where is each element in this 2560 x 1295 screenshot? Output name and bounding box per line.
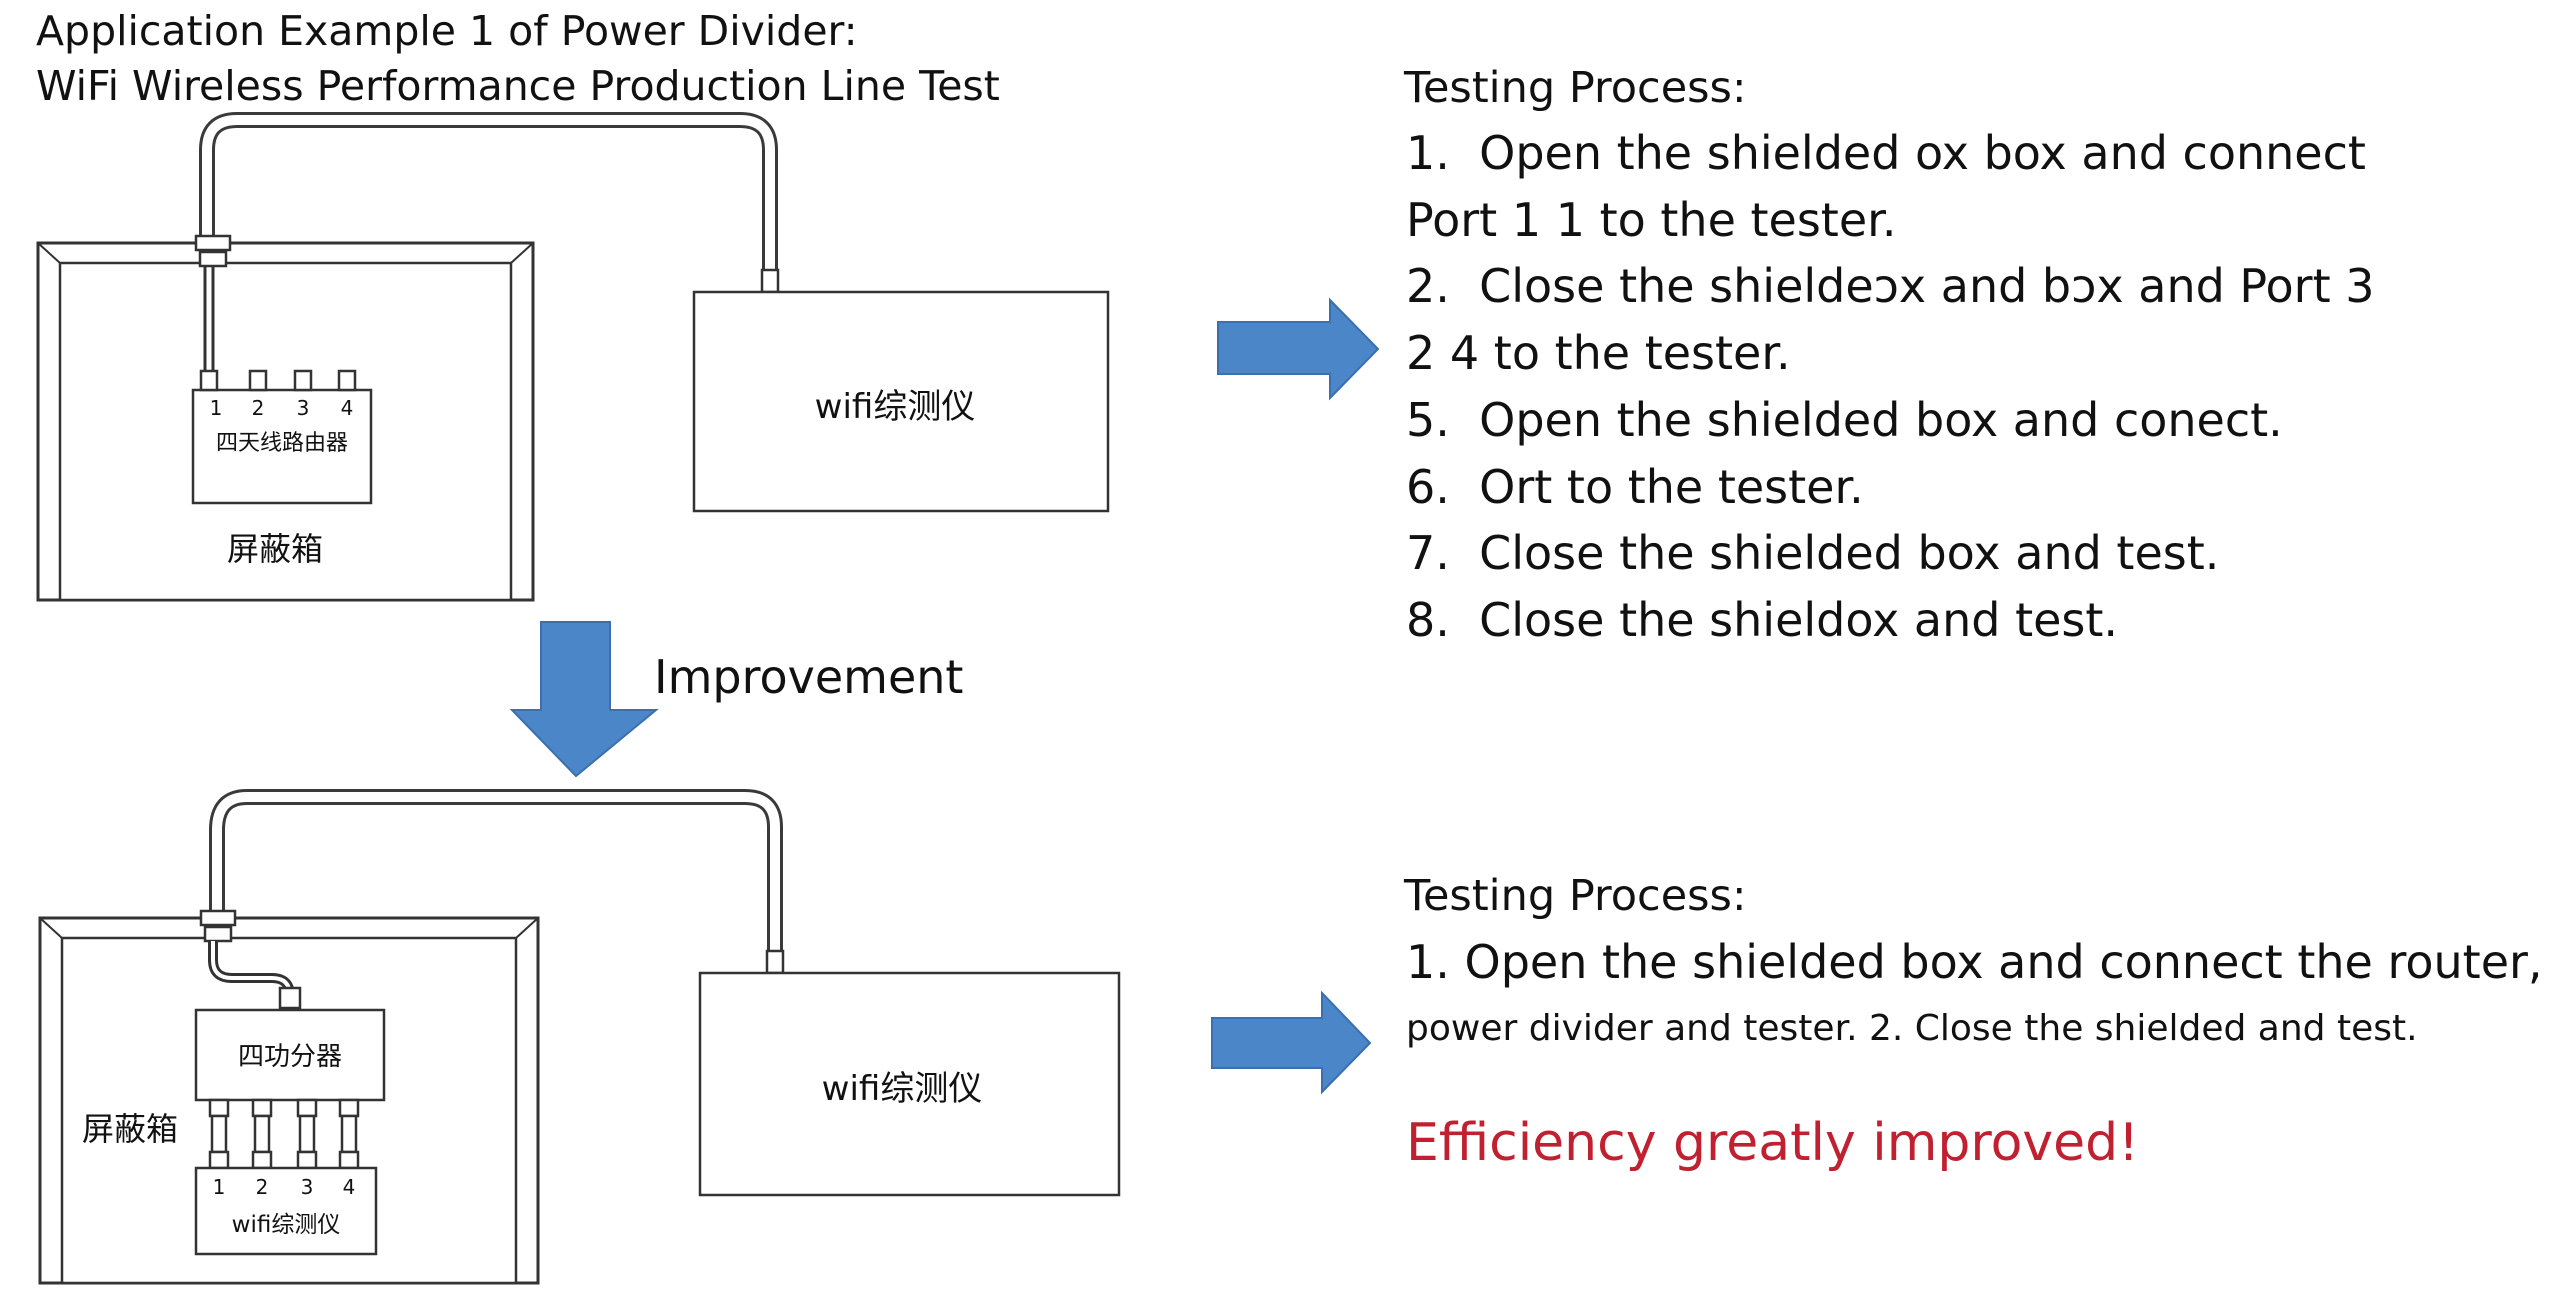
bottom-port-3: 3: [301, 1175, 314, 1199]
bottom-power-divider: [194, 1008, 386, 1102]
bottom-process-heading: Testing Process:: [1403, 871, 1746, 921]
top-testing-process: Testing Process: 1. Open the shielded ox…: [1403, 63, 2375, 647]
bottom-process-line-2: power divider and tester. 2. Close the s…: [1406, 1008, 2418, 1049]
bottom-device: [194, 1166, 378, 1256]
top-port-2: 2: [252, 396, 265, 420]
bottom-device-label: wifi综测仪: [232, 1212, 341, 1238]
top-port-3: 3: [297, 396, 310, 420]
top-process-heading: Testing Process:: [1403, 63, 1746, 113]
top-process-line-5: 5. Open the shielded box and conect.: [1406, 393, 2283, 447]
top-process-line-4: 2 4 to the tester.: [1406, 326, 1791, 380]
title-line-2: WiFi Wireless Performance Production Lin…: [36, 62, 1000, 110]
bottom-divider-label: 四功分器: [238, 1042, 342, 1072]
bottom-setup: 四功分器 1 2 3 4 wifi综测仪 屏蔽箱 wifi综测仪: [38, 789, 1121, 1285]
bottom-right-arrow-icon: [1211, 990, 1372, 1095]
improvement-label: Improvement: [654, 650, 963, 704]
top-process-line-3: 2. Close the shieldeɔx and bɔx and Port …: [1406, 259, 2375, 313]
bottom-tester-label: wifi综测仪: [822, 1069, 983, 1109]
top-process-line-1: 1. Open the shielded ox box and connect: [1406, 126, 2366, 180]
bottom-testing-process: Testing Process: 1. Open the shielded bo…: [1403, 871, 2543, 1173]
top-shield-box-label: 屏蔽箱: [227, 530, 323, 568]
bottom-process-line-1: 1. Open the shielded box and connect the…: [1406, 935, 2543, 989]
bottom-tester: [698, 971, 1121, 1197]
top-process-line-6: 6. Ort to the tester.: [1406, 460, 1864, 514]
improvement-arrow-icon: [509, 621, 659, 778]
top-port-4: 4: [341, 396, 354, 420]
title-line-1: Application Example 1 of Power Divider:: [36, 7, 858, 55]
top-router-device: [191, 388, 373, 505]
top-router-label: 四天线路由器: [216, 431, 348, 456]
top-process-line-7: 7. Close the shielded box and test.: [1406, 526, 2219, 580]
top-tester: [692, 290, 1110, 513]
bottom-port-2: 2: [256, 1175, 269, 1199]
top-tester-label: wifi综测仪: [815, 387, 976, 427]
top-port-1: 1: [210, 396, 223, 420]
top-process-line-2: Port 1 1 to the tester.: [1406, 193, 1896, 247]
top-process-line-8: 8. Close the shieldox and test.: [1406, 593, 2118, 647]
bottom-port-1: 1: [213, 1175, 226, 1199]
efficiency-highlight: Efficiency greatly improved!: [1406, 1113, 2139, 1173]
top-right-arrow-icon: [1217, 297, 1380, 401]
top-setup: 1 2 3 4 四天线路由器 屏蔽箱 wifi综测仪: [36, 112, 1110, 602]
bottom-port-4: 4: [343, 1175, 356, 1199]
bottom-shield-box-label: 屏蔽箱: [82, 1110, 178, 1148]
